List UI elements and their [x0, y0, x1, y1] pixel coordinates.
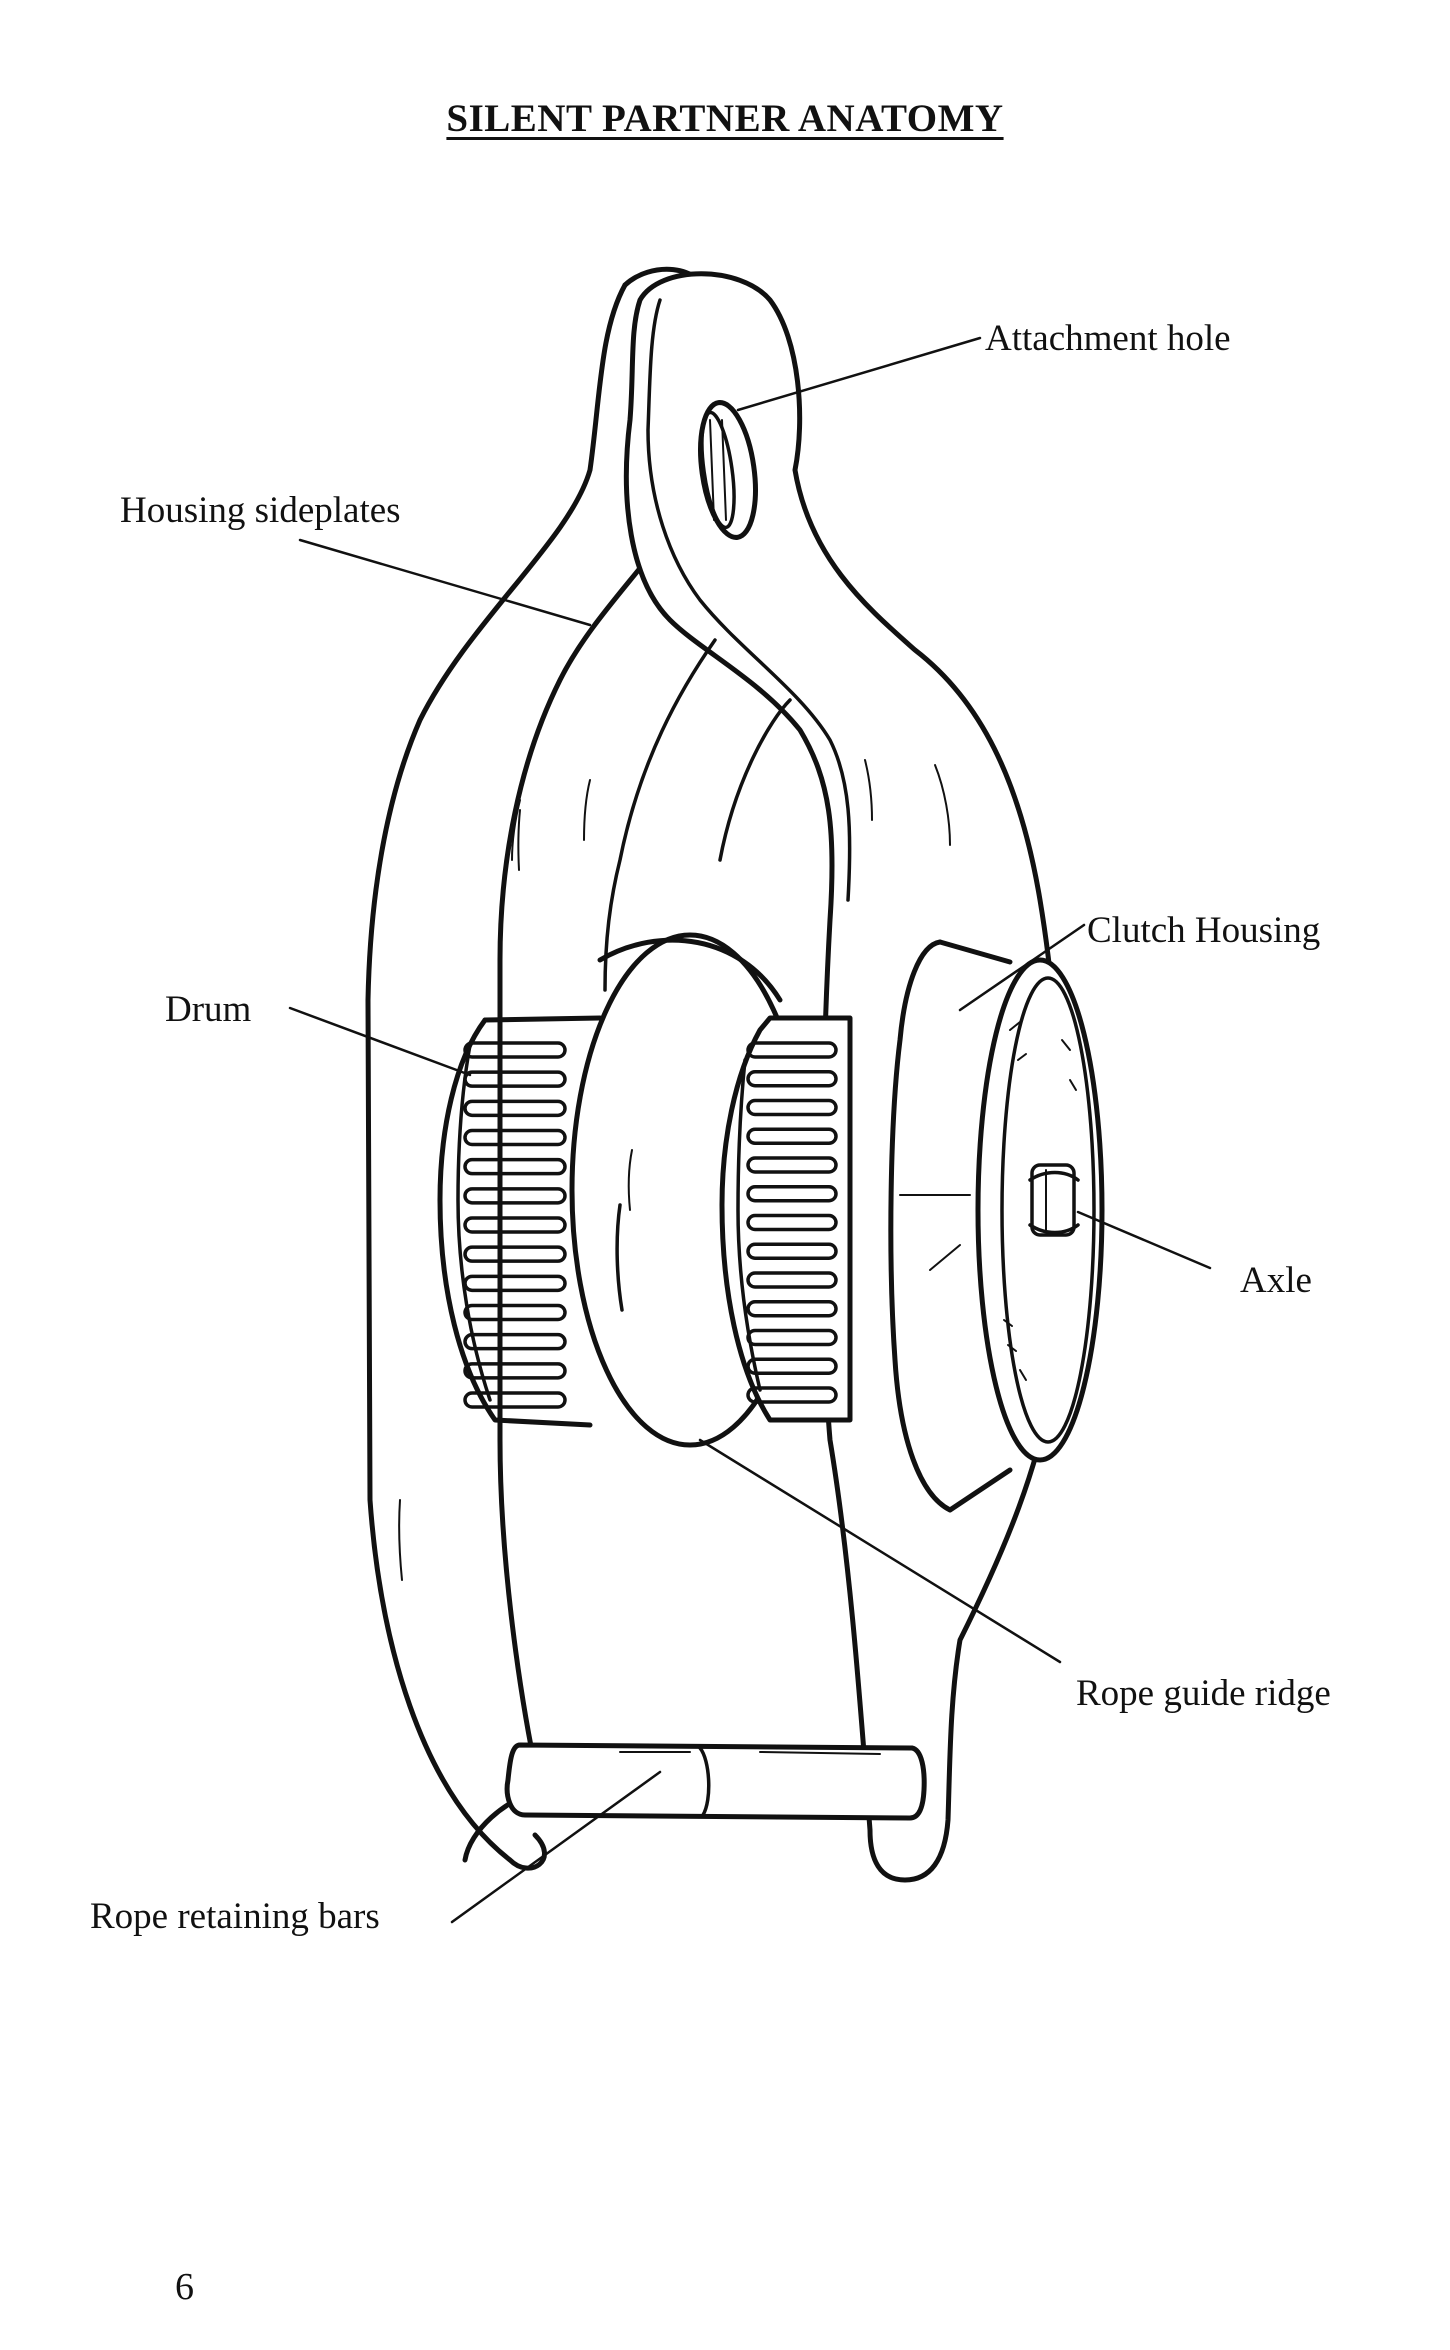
label-clutch-housing: Clutch Housing [1087, 910, 1321, 951]
leader-drum [288, 1006, 472, 1077]
drum-right [719, 1015, 853, 1423]
leader-housing-sideplates [298, 538, 592, 627]
drum-groove [463, 1157, 567, 1176]
clutch-housing [888, 939, 1105, 1513]
page-title: SILENT PARTNER ANATOMY [446, 97, 1004, 140]
drum-groove [463, 1041, 567, 1059]
drum-groove [463, 1070, 567, 1088]
leader-rope-retaining-bars [450, 1770, 662, 1924]
drum-grooves [463, 1041, 567, 1409]
drum-groove [746, 1156, 838, 1174]
drum-groove [463, 1187, 567, 1205]
drum-grooves [746, 1041, 838, 1404]
drum-groove [463, 1332, 567, 1351]
drum-groove [746, 1386, 838, 1404]
drum [437, 1015, 603, 1428]
label-rope-guide-ridge: Rope guide ridge [1076, 1673, 1331, 1714]
drum-groove [746, 1127, 838, 1145]
drum-groove [746, 1213, 838, 1232]
leader-rope-guide-ridge [698, 1438, 1062, 1664]
rope-retaining-bars [504, 1742, 927, 1821]
drum-groove [746, 1185, 838, 1203]
leader-attachment-hole [736, 336, 982, 412]
drum-groove [463, 1216, 567, 1234]
drum-groove [746, 1357, 838, 1375]
leader-lines [288, 336, 1212, 1924]
drum-groove [463, 1303, 567, 1322]
leader-clutch-housing [958, 923, 1086, 1012]
drum-groove [463, 1245, 567, 1263]
drum-groove [746, 1098, 838, 1117]
drum-groove [746, 1070, 838, 1088]
drum-groove [746, 1041, 838, 1059]
axle [1028, 1163, 1080, 1237]
page-number: 6 [175, 2266, 194, 2308]
attachment-hole[interactable] [693, 399, 763, 541]
label-axle: Axle [1240, 1260, 1312, 1301]
drum-groove [463, 1128, 567, 1147]
drum-groove [746, 1271, 838, 1289]
label-attachment-hole: Attachment hole [985, 318, 1231, 359]
drum-groove [463, 1391, 567, 1409]
drum-groove [746, 1300, 838, 1318]
drum-groove [463, 1274, 567, 1293]
drum-groove [746, 1242, 838, 1260]
label-housing-sideplates: Housing sideplates [120, 490, 401, 531]
drum-groove [463, 1362, 567, 1380]
label-drum: Drum [165, 989, 252, 1030]
drum-groove [746, 1328, 838, 1347]
label-rope-retaining-bars: Rope retaining bars [90, 1896, 380, 1937]
drum-groove [463, 1099, 567, 1118]
leader-axle [1076, 1210, 1212, 1270]
